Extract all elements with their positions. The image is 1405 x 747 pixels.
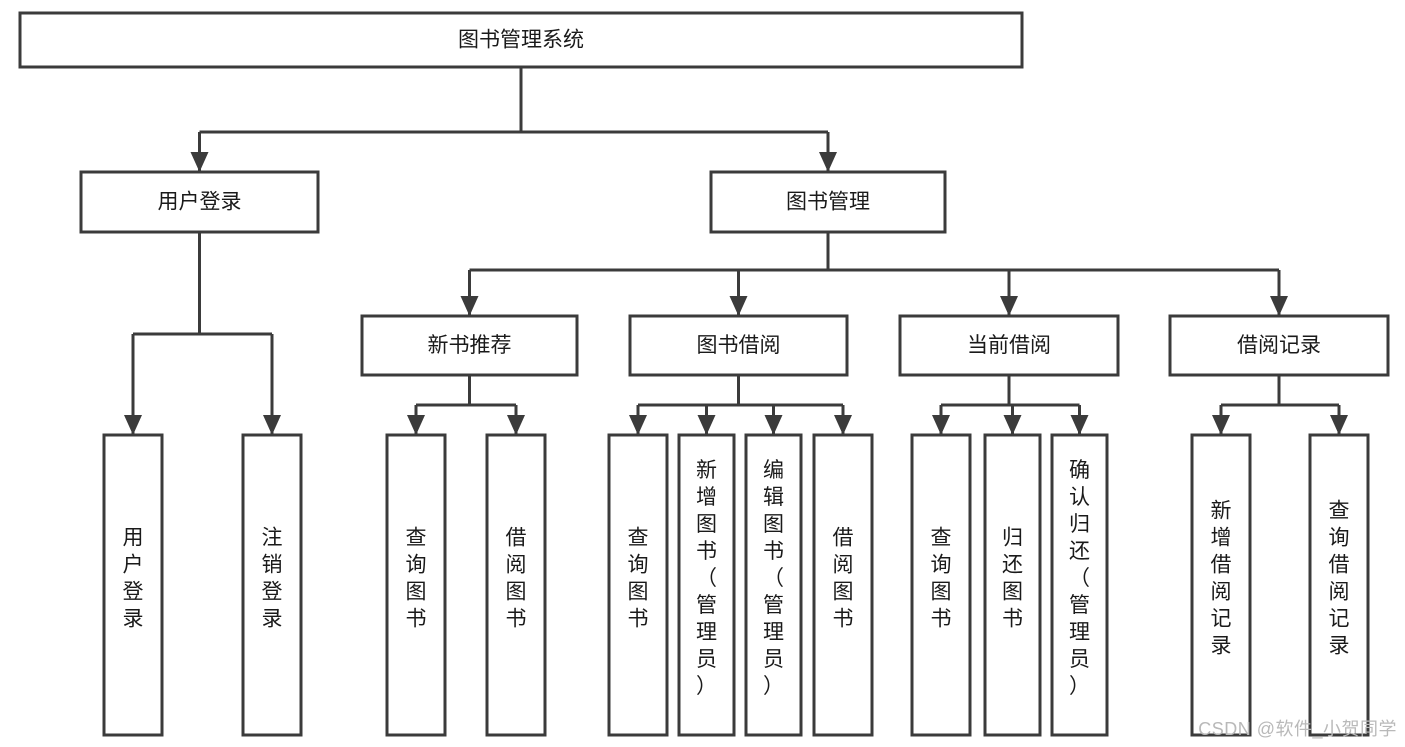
node-nbr-borrow-book[interactable]: 借阅图书 — [485, 433, 547, 737]
arrow-head-icon — [1000, 296, 1018, 316]
node-cb-return-book[interactable]: 归还图书 — [983, 433, 1042, 737]
arrow-head-icon — [1003, 415, 1022, 435]
node-box — [1190, 433, 1252, 737]
node-bb-add-book[interactable]: 新增图书（管理员） — [677, 433, 736, 737]
node-label: 借阅图书 — [833, 527, 854, 631]
node-bb-edit-book[interactable]: 编辑图书（管理员） — [744, 433, 803, 737]
node-label: 新增借阅记录 — [1211, 500, 1232, 658]
node-label: 图书管理系统 — [458, 29, 584, 52]
node-label: 编辑图书（管理员） — [763, 459, 784, 698]
node-box — [607, 433, 669, 737]
node-user-login[interactable]: 用户登录 — [79, 170, 320, 234]
arrow-head-icon — [764, 415, 783, 435]
node-label: 注销登录 — [262, 527, 283, 631]
node-cb-query-book[interactable]: 查询图书 — [910, 433, 972, 737]
node-label: 当前借阅 — [967, 334, 1051, 357]
node-box — [910, 433, 972, 737]
node-label: 用户登录 — [158, 191, 242, 214]
node-label: 查询图书 — [931, 527, 952, 631]
node-label: 用户登录 — [123, 527, 144, 631]
node-label: 查询图书 — [406, 527, 427, 631]
node-label: 借阅记录 — [1237, 334, 1321, 357]
node-nbr-query-book[interactable]: 查询图书 — [385, 433, 447, 737]
node-box — [1050, 433, 1109, 737]
node-box — [241, 433, 303, 737]
node-book-management[interactable]: 图书管理 — [709, 170, 947, 234]
node-br-add-record[interactable]: 新增借阅记录 — [1190, 433, 1252, 737]
node-new-book-recommend[interactable]: 新书推荐 — [360, 314, 579, 377]
node-box — [385, 433, 447, 737]
node-label: 查询图书 — [628, 527, 649, 631]
node-bb-query-book[interactable]: 查询图书 — [607, 433, 669, 737]
node-box — [102, 433, 164, 737]
arrow-head-icon — [1212, 415, 1230, 435]
arrow-head-icon — [507, 415, 525, 435]
node-box — [744, 433, 803, 737]
node-user-login-do[interactable]: 用户登录 — [102, 433, 164, 737]
node-box — [677, 433, 736, 737]
connectors-layer — [124, 67, 1348, 435]
arrow-head-icon — [834, 415, 852, 435]
arrow-head-icon — [932, 415, 950, 435]
node-label: 新增图书（管理员） — [696, 459, 717, 698]
node-user-logout[interactable]: 注销登录 — [241, 433, 303, 737]
node-label: 借阅图书 — [506, 527, 527, 631]
arrow-head-icon — [729, 296, 748, 316]
node-box — [1308, 433, 1370, 737]
arrow-head-icon — [190, 152, 209, 172]
node-label: 归还图书 — [1002, 527, 1023, 631]
node-bb-borrow-book[interactable]: 借阅图书 — [812, 433, 874, 737]
arrow-head-icon — [407, 415, 425, 435]
node-label: 查询借阅记录 — [1329, 500, 1350, 658]
arrow-head-icon — [263, 415, 281, 435]
node-box — [898, 314, 1120, 377]
nodes-layer: 图书管理系统用户登录用户登录注销登录图书管理新书推荐查询图书借阅图书图书借阅查询… — [18, 11, 1390, 737]
node-box — [709, 170, 947, 234]
arrow-head-icon — [819, 152, 837, 172]
arrow-head-icon — [124, 415, 142, 435]
node-book-borrow[interactable]: 图书借阅 — [628, 314, 849, 377]
node-label: 新书推荐 — [428, 334, 512, 357]
node-box — [983, 433, 1042, 737]
node-box — [79, 170, 320, 234]
node-root[interactable]: 图书管理系统 — [18, 11, 1024, 69]
node-label: 图书借阅 — [697, 334, 781, 357]
arrow-head-icon — [1270, 296, 1288, 316]
node-borrow-record[interactable]: 借阅记录 — [1168, 314, 1390, 377]
node-label: 图书管理 — [786, 191, 870, 214]
arrow-head-icon — [1070, 415, 1089, 435]
node-box — [1168, 314, 1390, 377]
node-box — [812, 433, 874, 737]
node-label: 确认归还（管理员） — [1069, 459, 1090, 698]
arrow-head-icon — [460, 296, 479, 316]
arrow-head-icon — [629, 415, 647, 435]
arrow-head-icon — [697, 415, 716, 435]
node-box — [628, 314, 849, 377]
node-cb-confirm-return[interactable]: 确认归还（管理员） — [1050, 433, 1109, 737]
node-box — [360, 314, 579, 377]
node-current-borrow[interactable]: 当前借阅 — [898, 314, 1120, 377]
node-box — [485, 433, 547, 737]
arrow-head-icon — [1330, 415, 1348, 435]
node-br-query-record[interactable]: 查询借阅记录 — [1308, 433, 1370, 737]
node-box — [18, 11, 1024, 69]
